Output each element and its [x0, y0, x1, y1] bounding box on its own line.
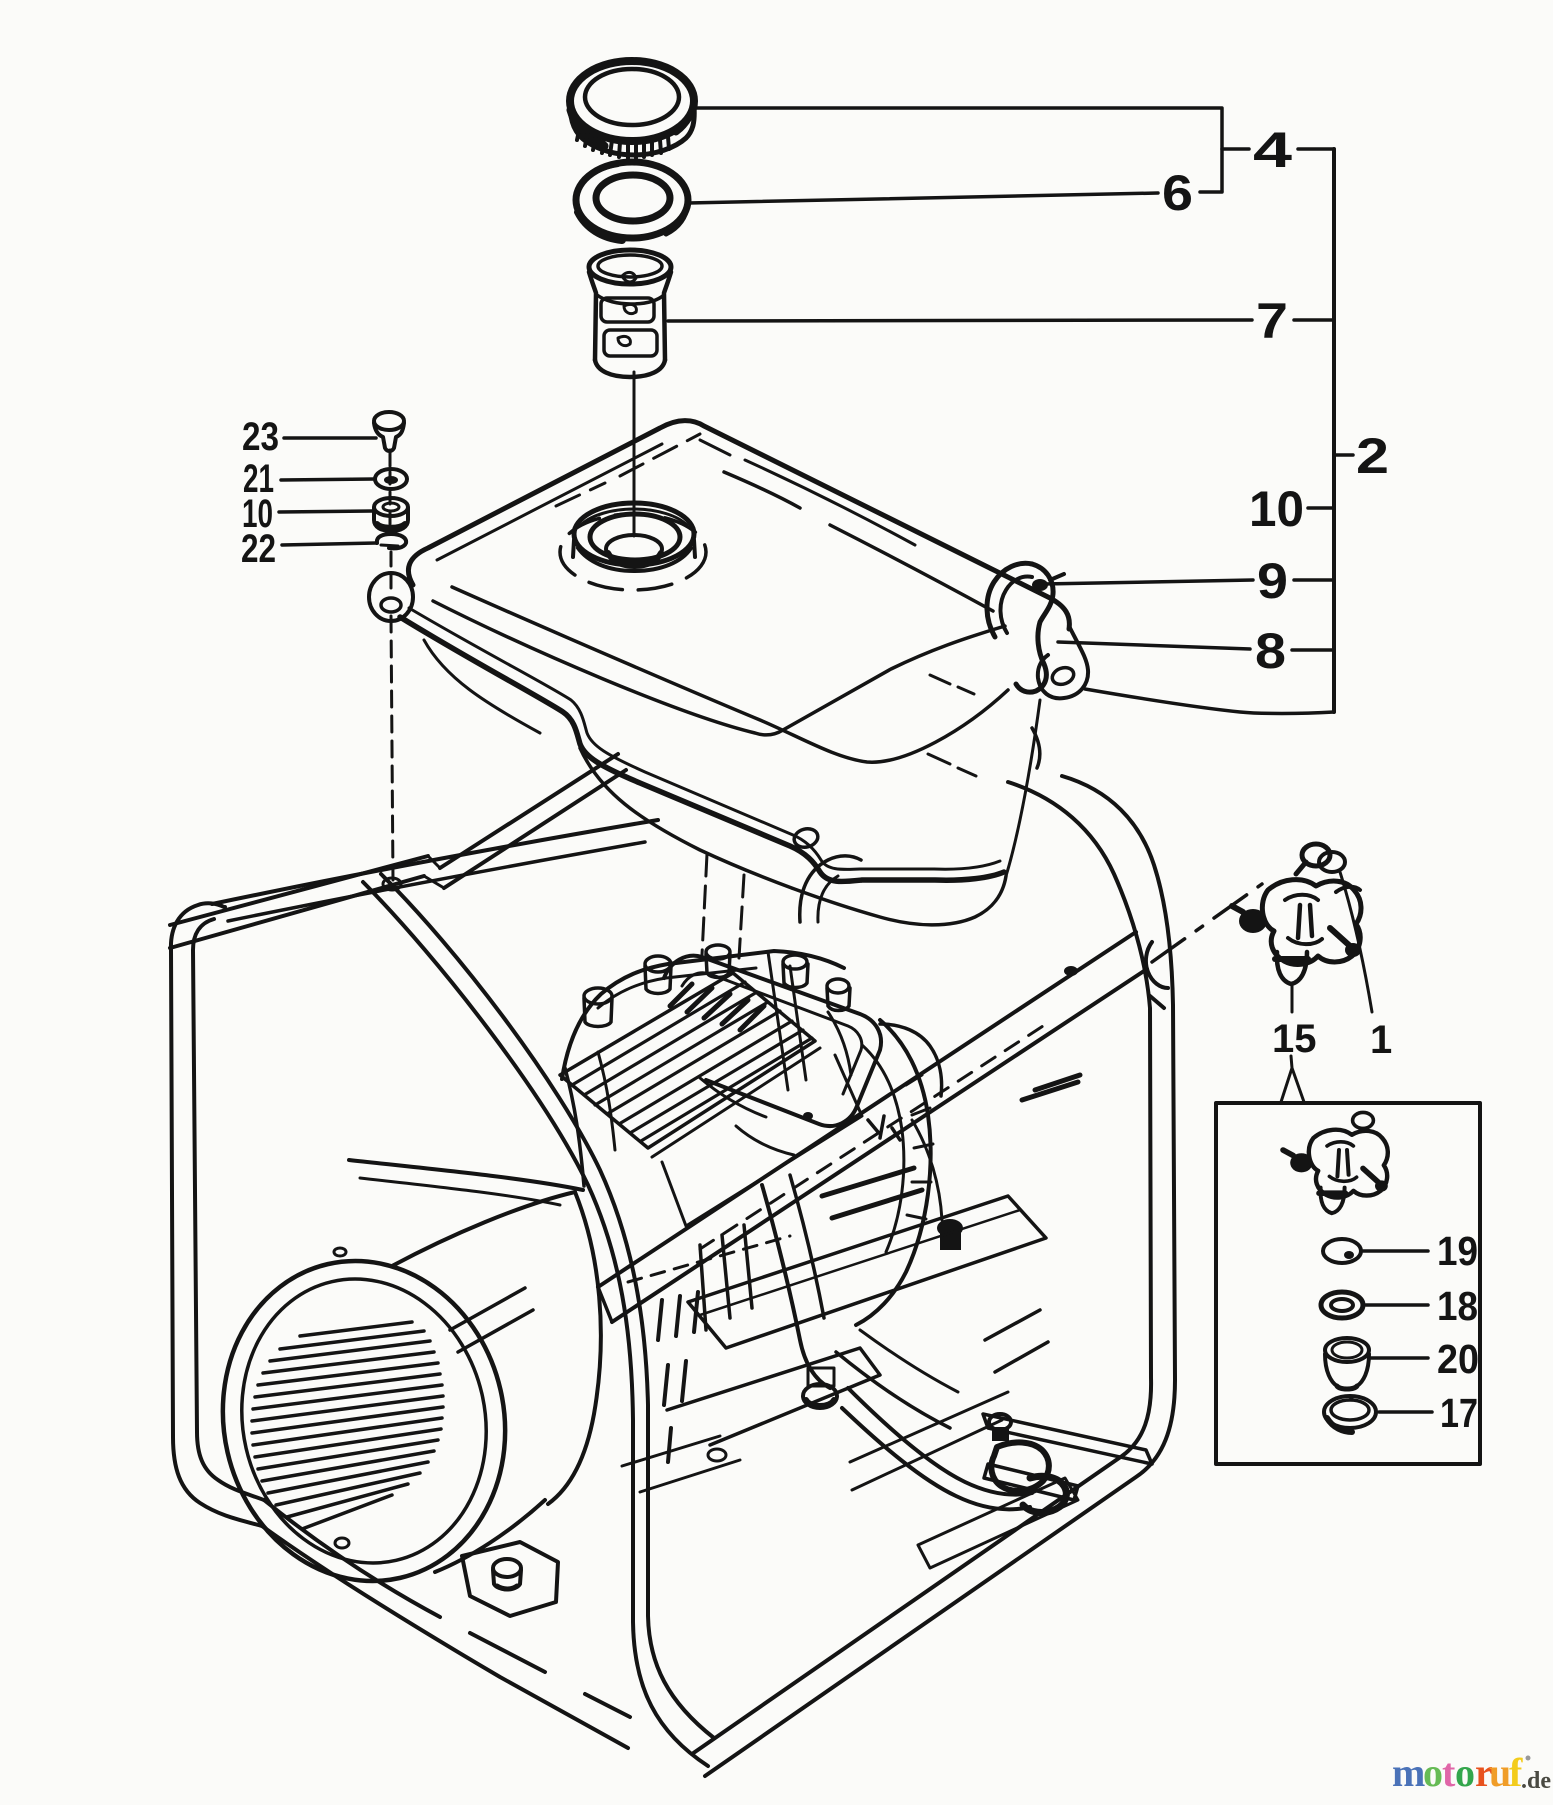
svg-text:10: 10 [1249, 481, 1304, 537]
svg-text:17: 17 [1440, 1390, 1478, 1436]
svg-text:t: t [1442, 1750, 1456, 1795]
svg-text:19: 19 [1437, 1228, 1478, 1274]
svg-text:9: 9 [1257, 553, 1288, 609]
svg-text:15: 15 [1272, 1017, 1317, 1061]
svg-text:u: u [1489, 1750, 1511, 1795]
svg-text:r: r [1475, 1750, 1493, 1795]
svg-text:o: o [1455, 1750, 1475, 1795]
svg-text:m: m [1392, 1750, 1425, 1795]
svg-text:22: 22 [241, 527, 276, 571]
svg-text:o: o [1423, 1750, 1443, 1795]
svg-text:10: 10 [242, 492, 273, 536]
svg-text:.de: .de [1521, 1768, 1551, 1794]
svg-text:18: 18 [1437, 1283, 1478, 1329]
svg-text:2: 2 [1356, 428, 1389, 484]
svg-text:21: 21 [243, 457, 274, 501]
svg-text:23: 23 [242, 415, 279, 459]
svg-text:f: f [1509, 1750, 1523, 1795]
svg-text:7: 7 [1256, 293, 1288, 349]
svg-text:20: 20 [1437, 1336, 1479, 1382]
svg-text:8: 8 [1255, 623, 1286, 679]
svg-text:6: 6 [1162, 165, 1193, 221]
svg-text:1: 1 [1370, 1018, 1392, 1062]
svg-text:4: 4 [1253, 122, 1292, 178]
